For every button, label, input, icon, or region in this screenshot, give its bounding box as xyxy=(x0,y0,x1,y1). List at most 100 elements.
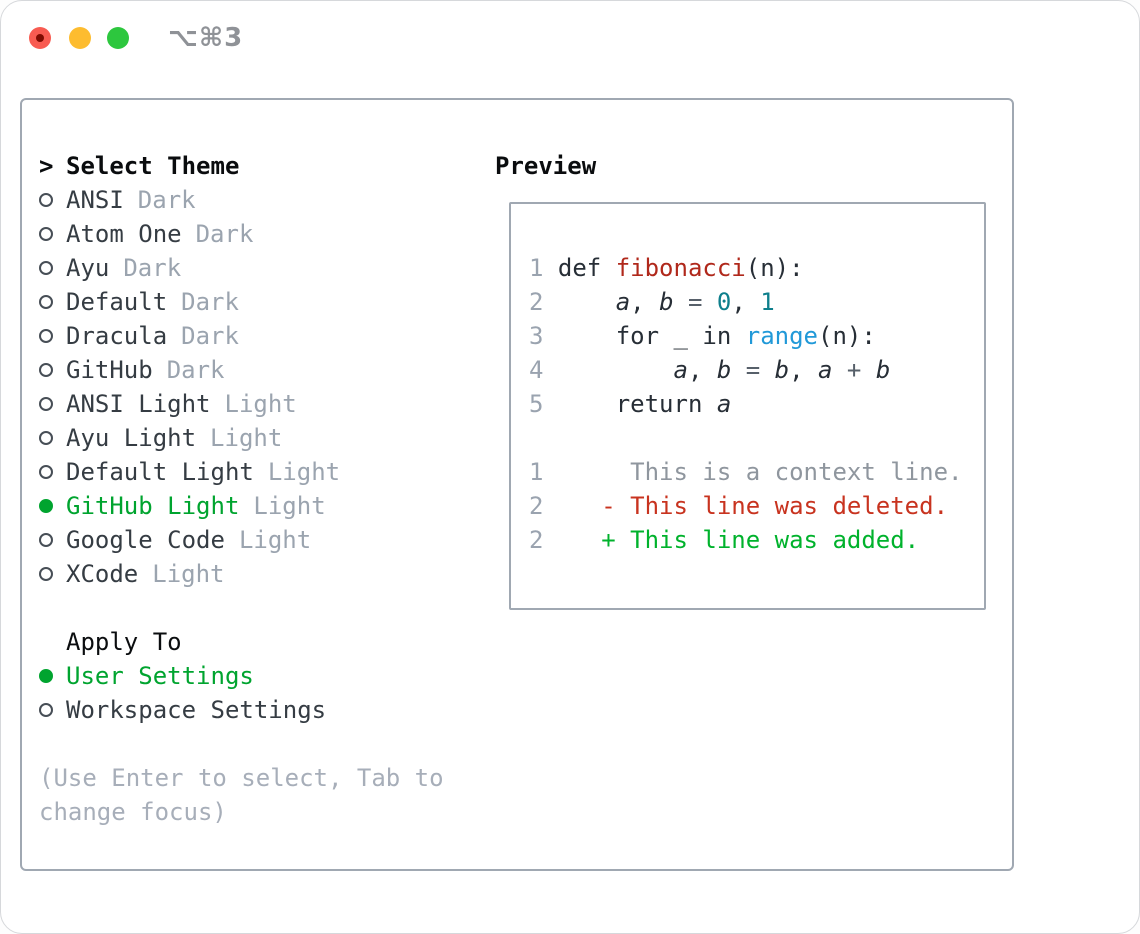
code-segment: , xyxy=(731,288,761,316)
theme-option-xcode[interactable]: XCode Light xyxy=(39,557,444,591)
theme-name: ANSI Light xyxy=(66,390,211,418)
code-segment: fibonacci xyxy=(615,254,746,282)
code-segment: 1 xyxy=(529,254,558,282)
theme-name: Ayu xyxy=(66,254,110,282)
theme-option-default[interactable]: Default Dark xyxy=(39,285,444,319)
code-segment xyxy=(558,356,674,384)
theme-variant: Light xyxy=(267,458,341,486)
minimize-button-icon[interactable] xyxy=(69,27,91,49)
marker-spacer xyxy=(39,625,66,659)
code-segment: range xyxy=(745,322,818,350)
code-segment: 4 xyxy=(529,356,558,384)
radio-marker xyxy=(39,387,66,421)
radio-icon xyxy=(39,261,53,275)
radio-marker xyxy=(39,523,66,557)
code-segment: This is a context line. xyxy=(543,458,963,486)
theme-variant: Dark xyxy=(123,254,182,282)
hint-line-2: change focus) xyxy=(39,795,444,829)
code-line: 2 a, b = 0, 1 xyxy=(529,285,984,319)
code-segment xyxy=(543,526,601,554)
code-line: 1 def fibonacci(n): xyxy=(529,251,984,285)
radio-marker xyxy=(39,251,66,285)
radio-marker xyxy=(39,217,66,251)
radio-selected-icon xyxy=(39,499,53,513)
radio-marker xyxy=(39,285,66,319)
code-line: 5 return a xyxy=(529,387,984,421)
theme-option-ayu[interactable]: Ayu Dark xyxy=(39,251,444,285)
apply-option-workspace-settings[interactable]: Workspace Settings xyxy=(39,693,444,727)
theme-variant: Light xyxy=(238,526,312,554)
theme-name: GitHub Light xyxy=(66,492,240,520)
theme-name: Google Code xyxy=(66,526,225,554)
code-segment: 2 xyxy=(529,492,544,520)
theme-name: Atom One xyxy=(66,220,182,248)
code-segment: + xyxy=(832,356,876,384)
code-segment: 1 xyxy=(529,458,544,486)
radio-icon xyxy=(39,533,53,547)
theme-name: Dracula xyxy=(66,322,168,350)
apply-option-label: User Settings xyxy=(66,662,254,690)
apply-to-heading-row: Apply To xyxy=(39,625,444,659)
theme-option-dracula[interactable]: Dracula Dark xyxy=(39,319,444,353)
radio-marker xyxy=(39,557,66,591)
radio-marker xyxy=(39,659,66,693)
apply-to-heading: Apply To xyxy=(66,628,182,656)
code-segment: a xyxy=(615,288,631,316)
code-segment: a xyxy=(673,356,688,384)
theme-option-github-light[interactable]: GitHub Light Light xyxy=(39,489,444,523)
hint-text: change focus) xyxy=(39,798,227,826)
radio-icon xyxy=(39,703,53,717)
code-segment: 2 xyxy=(529,288,558,316)
theme-variant: Dark xyxy=(181,288,239,316)
theme-variant: Light xyxy=(224,390,297,418)
radio-marker xyxy=(39,489,66,523)
code-segment: , xyxy=(687,356,717,384)
code-segment: 1 xyxy=(760,288,775,316)
apply-option-user-settings[interactable]: User Settings xyxy=(39,659,444,693)
spacer xyxy=(39,727,444,761)
code-segment: a xyxy=(818,356,833,384)
radio-icon xyxy=(39,431,53,445)
code-line: 4 a, b = b, a + b xyxy=(529,353,984,387)
radio-icon xyxy=(39,227,53,241)
theme-option-ansi-light[interactable]: ANSI Light Light xyxy=(39,387,444,421)
zoom-button-icon[interactable] xyxy=(107,27,129,49)
theme-name: Ayu Light xyxy=(66,424,197,452)
theme-variant: Light xyxy=(253,492,326,520)
code-segment: (n): xyxy=(745,254,804,282)
theme-variant: Light xyxy=(152,560,225,588)
code-segment: def xyxy=(557,254,616,282)
radio-selected-icon xyxy=(39,669,53,683)
code-segment: b xyxy=(774,356,790,384)
code-segment: return xyxy=(557,390,717,418)
theme-option-google-code[interactable]: Google Code Light xyxy=(39,523,444,557)
close-button-icon[interactable] xyxy=(29,27,51,49)
radio-icon xyxy=(39,295,53,309)
radio-marker xyxy=(39,693,66,727)
apply-option-label: Workspace Settings xyxy=(66,696,327,724)
code-segment: = xyxy=(673,288,717,316)
code-segment: + This line was added. xyxy=(601,526,920,554)
theme-variant: Dark xyxy=(181,322,239,350)
code-segment: for _ in xyxy=(557,322,746,350)
radio-icon xyxy=(39,329,53,343)
code-line: 3 for _ in range(n): xyxy=(529,319,984,353)
code-line: 2 - This line was deleted. xyxy=(529,489,984,523)
theme-name: Default xyxy=(66,288,168,316)
preview-title: Preview xyxy=(495,152,597,180)
code-segment: b xyxy=(875,356,891,384)
code-segment: - This line was deleted. xyxy=(601,492,949,520)
theme-name: XCode xyxy=(66,560,139,588)
hint-line-1: (Use Enter to select, Tab to xyxy=(39,761,444,795)
radio-icon xyxy=(39,465,53,479)
code-segment xyxy=(543,492,601,520)
code-segment: b xyxy=(659,288,674,316)
